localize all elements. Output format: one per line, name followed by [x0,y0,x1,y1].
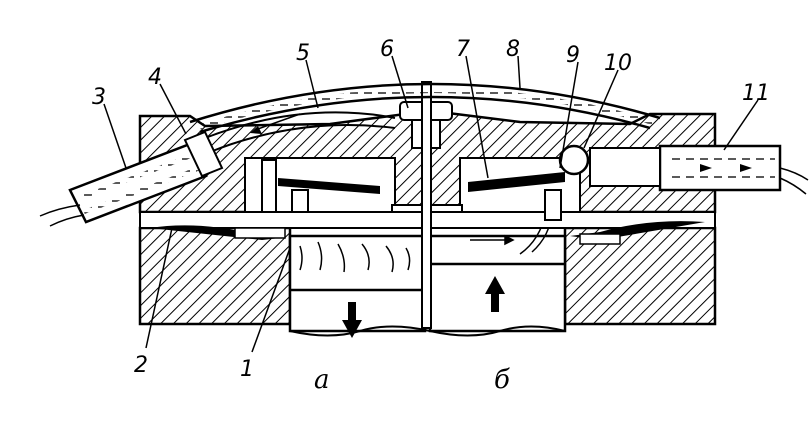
label-2: 2 [134,353,148,378]
label-7: 7 [456,37,470,62]
label-4: 4 [148,65,162,90]
label-1: 1 [240,357,254,382]
inlet-fitting [183,130,224,178]
discharge-valve-reed [468,172,565,221]
inlet-pipe [39,142,208,227]
label-11: 11 [742,81,770,106]
part-labels: 1 2 3 4 5 6 7 8 9 10 11 [92,37,770,382]
label-8: 8 [506,37,520,62]
view-labels: а б [314,365,510,395]
label-5: 5 [296,41,310,66]
central-bolt [399,81,453,329]
piston-down-arrow [342,302,362,338]
intake-channel [199,111,396,153]
leader-lines [103,55,759,353]
ball-valve [558,144,590,176]
view-label-a: а [314,365,330,395]
view-label-b: б [494,365,510,395]
cover [189,82,661,134]
intake-flow-arrows [299,241,411,273]
label-3: 3 [92,85,106,110]
cylinders [288,234,567,337]
label-9: 9 [566,43,580,68]
piston-up-arrow [485,276,505,312]
label-6: 6 [380,37,394,62]
label-10: 10 [604,51,632,76]
outlet-pipe [589,144,809,195]
suction-valve-reed [261,159,380,213]
